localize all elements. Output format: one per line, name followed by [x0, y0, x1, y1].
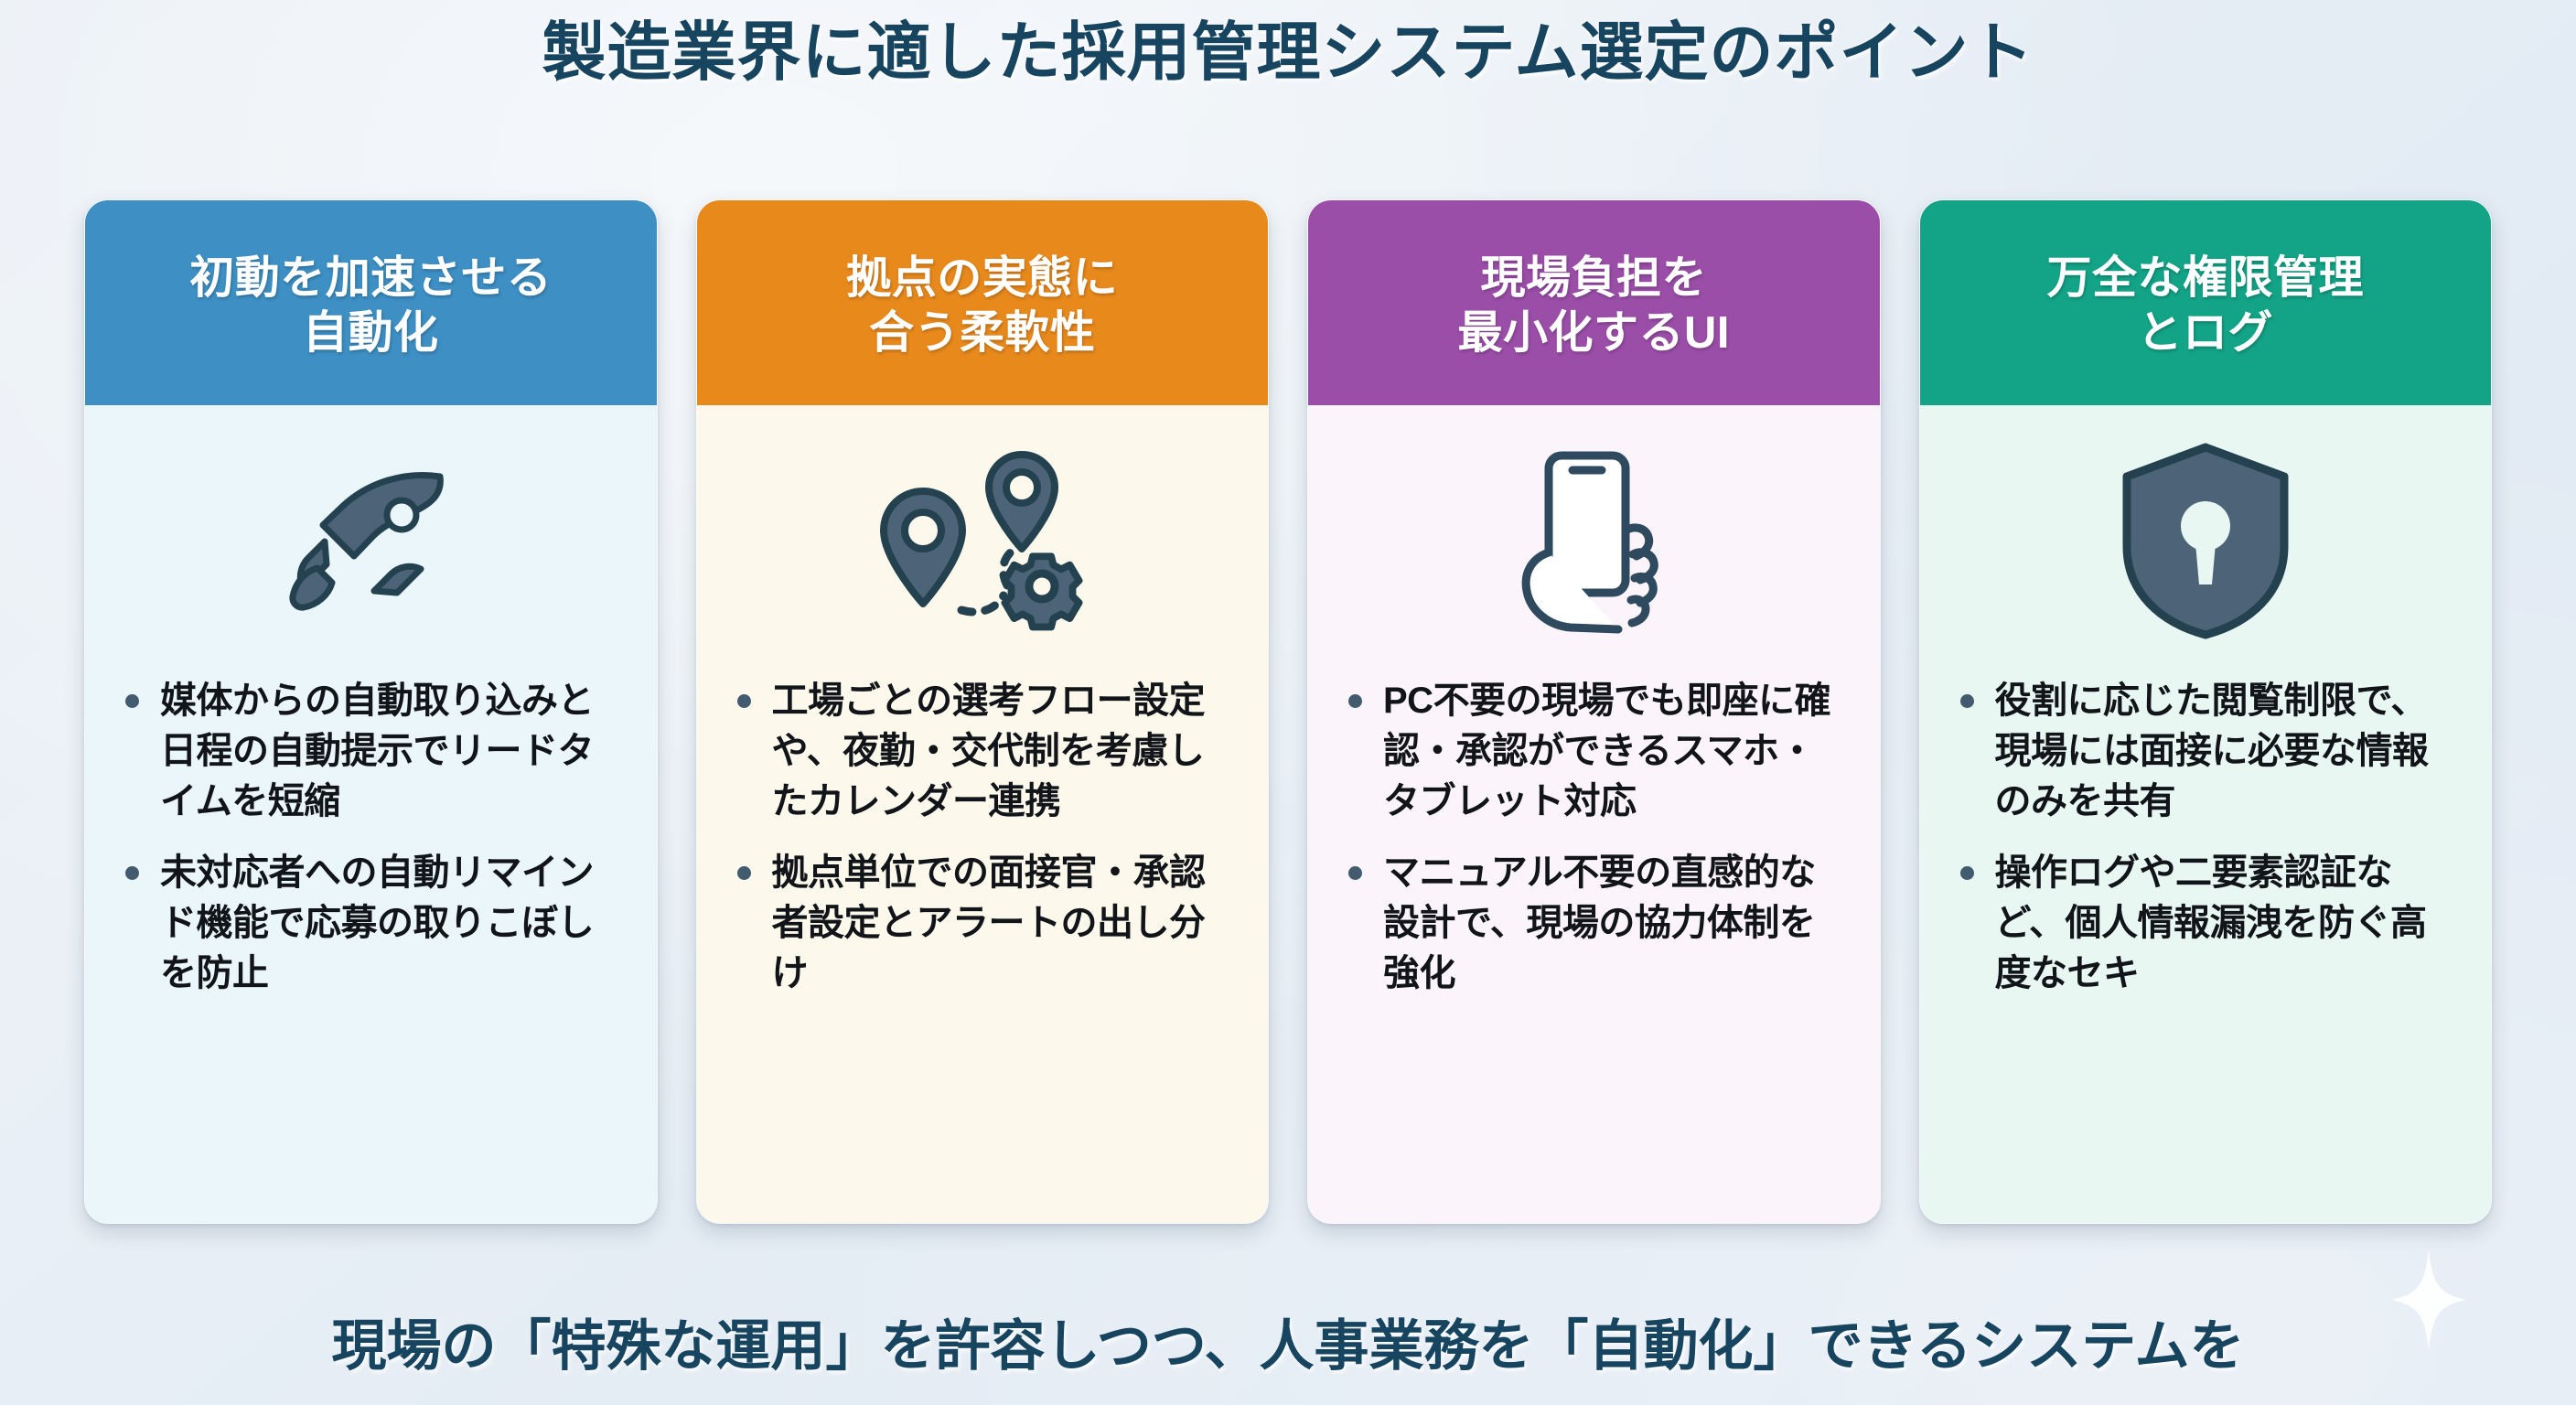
- card-body-permissions: 役割に応じた閲覧制限で、現場には面接に必要な情報のみを共有 操作ログや二要素認証…: [1919, 405, 2492, 1223]
- list-item: 未対応者への自動リマインド機能で応募の取りこぼしを防止: [120, 848, 626, 1000]
- map-pins-gear-icon: [697, 405, 1269, 676]
- bullet-list-ui: PC不要の現場でも即座に確認・承認ができるスマホ・タブレット対応 マニュアル不要…: [1308, 676, 1880, 1019]
- rocket-icon: [85, 405, 657, 676]
- card-header-permissions: 万全な権限管理 とログ: [1919, 200, 2491, 405]
- shield-lock-icon: [1920, 405, 2492, 676]
- list-item: PC不要の現場でも即座に確認・承認ができるスマホ・タブレット対応: [1343, 676, 1849, 828]
- card-header-ui: 現場負担を 最小化するUI: [1308, 200, 1880, 405]
- hand-phone-icon: [1308, 405, 1880, 676]
- page-title: 製造業界に適した採用管理システム選定のポイント: [542, 16, 2034, 88]
- footer-message: 現場の「特殊な運用」を許容しつつ、人事業務を「自動化」できるシステムを: [331, 1315, 2245, 1377]
- feature-card-permissions: 万全な権限管理 とログ 役割に応じた閲覧制限で、現場には面接に必要な情報のみを共…: [1918, 199, 2492, 1224]
- list-item: 媒体からの自動取り込みと日程の自動提示でリードタイムを短縮: [120, 676, 626, 828]
- bullet-list-automation: 媒体からの自動取り込みと日程の自動提示でリードタイムを短縮 未対応者への自動リマ…: [85, 676, 657, 1019]
- card-header-flexibility: 拠点の実態に 合う柔軟性: [696, 200, 1268, 405]
- card-header-automation: 初動を加速させる 自動化: [85, 200, 657, 405]
- feature-card-ui: 現場負担を 最小化するUI PC不要の現場でも即座に確認・承認ができる: [1307, 199, 1881, 1224]
- list-item: 拠点単位での面接官・承認者設定とアラートの出し分け: [732, 848, 1238, 1000]
- list-item: マニュアル不要の直感的な設計で、現場の協力体制を強化: [1343, 848, 1849, 1000]
- card-body-ui: PC不要の現場でも即座に確認・承認ができるスマホ・タブレット対応 マニュアル不要…: [1308, 405, 1880, 1223]
- bullet-list-flexibility: 工場ごとの選考フロー設定や、夜勤・交代制を考慮したカレンダー連携 拠点単位での面…: [697, 676, 1269, 1019]
- list-item: 操作ログや二要素認証など、個人情報漏洩を防ぐ高度なセキ: [1955, 848, 2461, 1000]
- list-item: 役割に応じた閲覧制限で、現場には面接に必要な情報のみを共有: [1955, 676, 2461, 828]
- card-body-automation: 媒体からの自動取り込みと日程の自動提示でリードタイムを短縮 未対応者への自動リマ…: [85, 405, 657, 1223]
- feature-card-flexibility: 拠点の実態に 合う柔軟性: [695, 199, 1269, 1224]
- feature-card-automation: 初動を加速させる 自動化 媒体からの自動取り込みと日程の自動提示でリードタイムを…: [84, 199, 658, 1224]
- list-item: 工場ごとの選考フロー設定や、夜勤・交代制を考慮したカレンダー連携: [732, 676, 1238, 828]
- bullet-list-permissions: 役割に応じた閲覧制限で、現場には面接に必要な情報のみを共有 操作ログや二要素認証…: [1920, 676, 2492, 1019]
- feature-card-row: 初動を加速させる 自動化 媒体からの自動取り込みと日程の自動提示でリードタイムを…: [84, 199, 2492, 1224]
- card-body-flexibility: 工場ごとの選考フロー設定や、夜勤・交代制を考慮したカレンダー連携 拠点単位での面…: [696, 405, 1269, 1223]
